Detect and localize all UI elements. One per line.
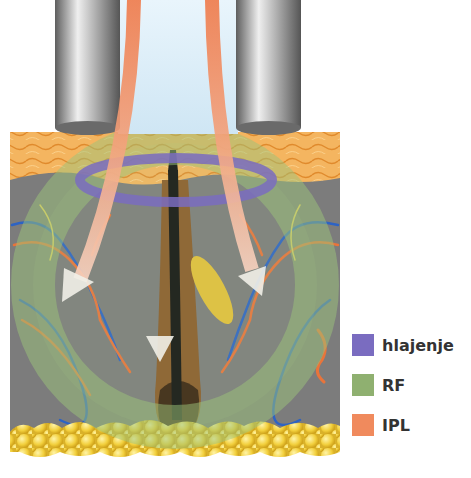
legend-label: hlajenje (382, 336, 454, 355)
rf-field (33, 143, 317, 427)
legend-swatch (352, 334, 374, 356)
legend-item: hlajenje (352, 334, 454, 356)
legend-item: RF (352, 374, 454, 396)
legend-swatch (352, 374, 374, 396)
legend-item: IPL (352, 414, 454, 436)
electrode (236, 0, 301, 135)
legend-label: IPL (382, 416, 410, 435)
dermis (10, 132, 340, 440)
electrode (55, 0, 120, 135)
legend-swatch (352, 414, 374, 436)
ipl-beams (80, 0, 252, 340)
ipl-arrowheads (62, 266, 266, 362)
legend: hlajenjeRF IPL (352, 334, 454, 454)
legend-label: RF (382, 376, 405, 395)
